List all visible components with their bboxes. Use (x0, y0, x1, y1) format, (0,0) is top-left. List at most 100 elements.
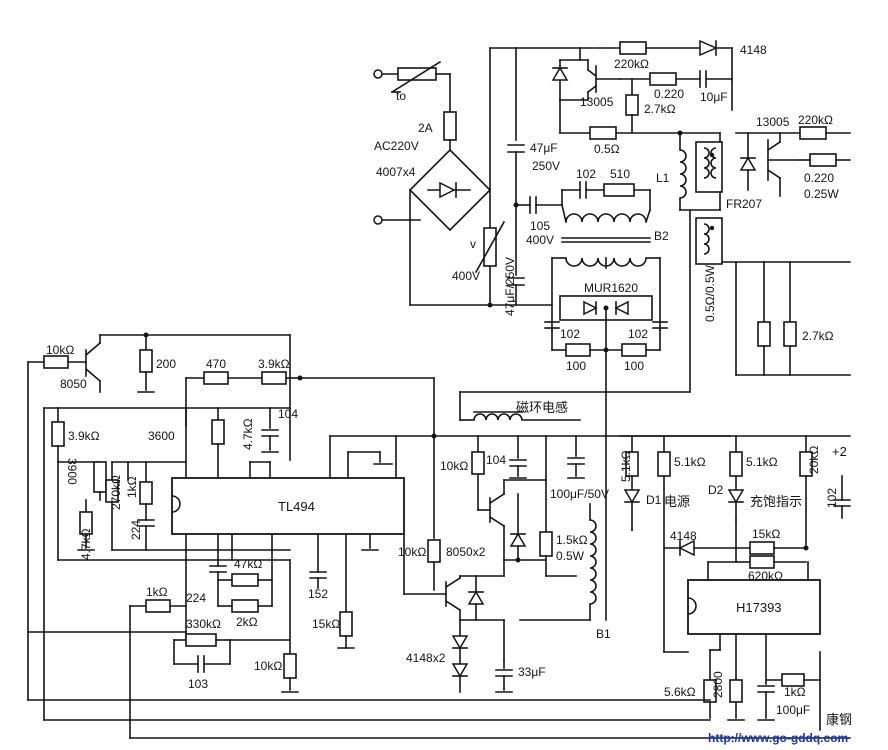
d2-label: D2 (708, 483, 724, 497)
resistor-3k9-left (51, 421, 65, 447)
control-section: 10kΩ 8050 200 470 3.9kΩ 3.9kΩ (27, 332, 851, 739)
r15k-right-label: 15kΩ (752, 527, 780, 541)
r470-label: 470 (206, 357, 226, 371)
c102-out-label: 102 (825, 488, 839, 508)
q8050x2-label: 8050x2 (446, 545, 486, 559)
d4148x2-upper-icon (451, 635, 469, 650)
r2k7-top-label: 2.7kΩ (644, 102, 676, 116)
resistor-15k (339, 611, 353, 637)
r5k1-c-label: 5.1kΩ (746, 455, 778, 469)
resistor-0220-top (649, 72, 677, 86)
resistor-2k7-right (783, 321, 797, 347)
d4148-right-icon (678, 539, 695, 557)
h17393-label: H17393 (736, 600, 782, 615)
r050-top-label: 0.5Ω (594, 142, 620, 156)
r200-label: 200 (156, 357, 176, 371)
bridge-diode-icon (439, 181, 456, 199)
toroid-section: 磁环电感 (459, 209, 691, 421)
charger-section: 5.1kΩ D1 电源 5.1kΩ 5.1kΩ D2 充饱指示 20kΩ +2 … (27, 435, 852, 731)
ac-terminal-top (373, 69, 383, 79)
c10u-label: 10μF (700, 90, 728, 104)
led-d1-icon (623, 489, 641, 504)
c224-left-label: 224 (129, 520, 143, 540)
resistor-0220-right (809, 153, 837, 167)
b2-label: B2 (654, 229, 669, 243)
resistor-5k1-b (657, 451, 671, 477)
resistor-1k5 (539, 531, 553, 557)
primary-bus: 47μF 250V 47μF/250V 105 400V (503, 47, 563, 316)
fr207-label: FR207 (726, 197, 762, 211)
toroid-label: 磁环电感 (516, 400, 568, 415)
c47-voltage-label: 250V (532, 159, 560, 173)
c104-left-label: 104 (278, 407, 298, 421)
fr207-diode-icon (739, 156, 757, 171)
resistor-10k-bot (283, 653, 297, 679)
c102-right-label: 102 (628, 327, 648, 341)
d4148x2-label: 4148x2 (406, 651, 446, 665)
r47k-label: 47kΩ (234, 557, 262, 571)
b2-primary-coil (565, 213, 647, 223)
resistor-100-left (565, 343, 591, 357)
r510-label: 510 (610, 167, 630, 181)
r4k7-mid-label: 4.7kΩ (241, 418, 255, 450)
resistor-10k-mid (471, 451, 485, 475)
r1k5-label: 1.5kΩ (556, 533, 588, 547)
r100-right-label: 100 (624, 359, 644, 373)
r10k-bot-label: 10kΩ (254, 659, 282, 673)
drive-transformer: L1 (656, 141, 851, 265)
r1k-right-label: 1kΩ (784, 685, 806, 699)
resistor-2k7-top (625, 94, 639, 116)
resistor-200 (139, 349, 153, 373)
watermark-text: http://www.go-gddq.com (708, 731, 848, 745)
c152-label: 152 (308, 587, 328, 601)
r330k-label: 330kΩ (186, 617, 221, 631)
thermistor (397, 67, 437, 81)
c100u-label: 100μF/50V (550, 487, 609, 501)
resistor-1k0 (139, 481, 153, 505)
mur1620-label: MUR1620 (584, 281, 638, 295)
inductor-l1 (679, 149, 687, 199)
resistor-2k (231, 599, 259, 613)
resistor-10k-left (43, 355, 69, 369)
power-indicator-label: 电源 (664, 494, 690, 509)
resistor-3k9-mid (261, 371, 287, 385)
c104-mid-label: 104 (486, 453, 506, 467)
output-plus-label: +2 (832, 444, 847, 459)
mur-diode-right-icon (614, 300, 629, 316)
resistor-10k-mid2 (427, 539, 441, 563)
resistor-620k (749, 555, 775, 569)
snubber-network: 102 510 B2 MUR1620 102 102 (544, 167, 669, 641)
c47b-label: 47μF/250V (503, 257, 517, 316)
toroid-inductor (473, 413, 523, 421)
r10k-left-label: 10kΩ (46, 343, 74, 357)
r0220-top-label: 0.220 (654, 87, 684, 101)
resistor-510 (603, 183, 635, 197)
c33u-label: 33μF (518, 665, 546, 679)
r10k-mid2-label: 10kΩ (398, 545, 426, 559)
b1-label: B1 (596, 627, 611, 641)
resistor-100-right (621, 343, 647, 357)
r220k-right-label: 220kΩ (798, 113, 833, 127)
r3600-label: 3600 (148, 429, 175, 443)
r5k6-label: 5.6kΩ (664, 685, 696, 699)
top-switch-section: 220kΩ 4148 13005 0.220 10μF 2.7kΩ (551, 39, 767, 156)
r2k7-right-label: 2.7kΩ (802, 329, 834, 343)
thermistor-label: to (396, 89, 406, 103)
varistor-v-label: v (470, 237, 476, 251)
c105-voltage-label: 400V (526, 233, 554, 247)
resistor-2800 (729, 679, 743, 703)
bottom-switch-section: 13005 220kΩ FR207 0.220 0.25W 0.5Ω/0.5W … (703, 113, 851, 376)
resistor-3900 (93, 461, 107, 493)
r5k1-a-label: 5.1kΩ (619, 450, 633, 482)
tl494-label: TL494 (278, 499, 315, 514)
mur-diode-left-icon (583, 300, 598, 316)
resistor-470 (203, 371, 229, 385)
q8050-label: 8050 (60, 377, 87, 391)
r1k0-label: 1kΩ (125, 476, 139, 498)
resistor-1k-bot (145, 599, 171, 613)
r2800-label: 2800 (711, 671, 725, 698)
b1-transformer-coil (589, 519, 597, 605)
r0220-right-label: 0.220 (804, 171, 834, 185)
ac-terminal-bottom (373, 215, 383, 225)
